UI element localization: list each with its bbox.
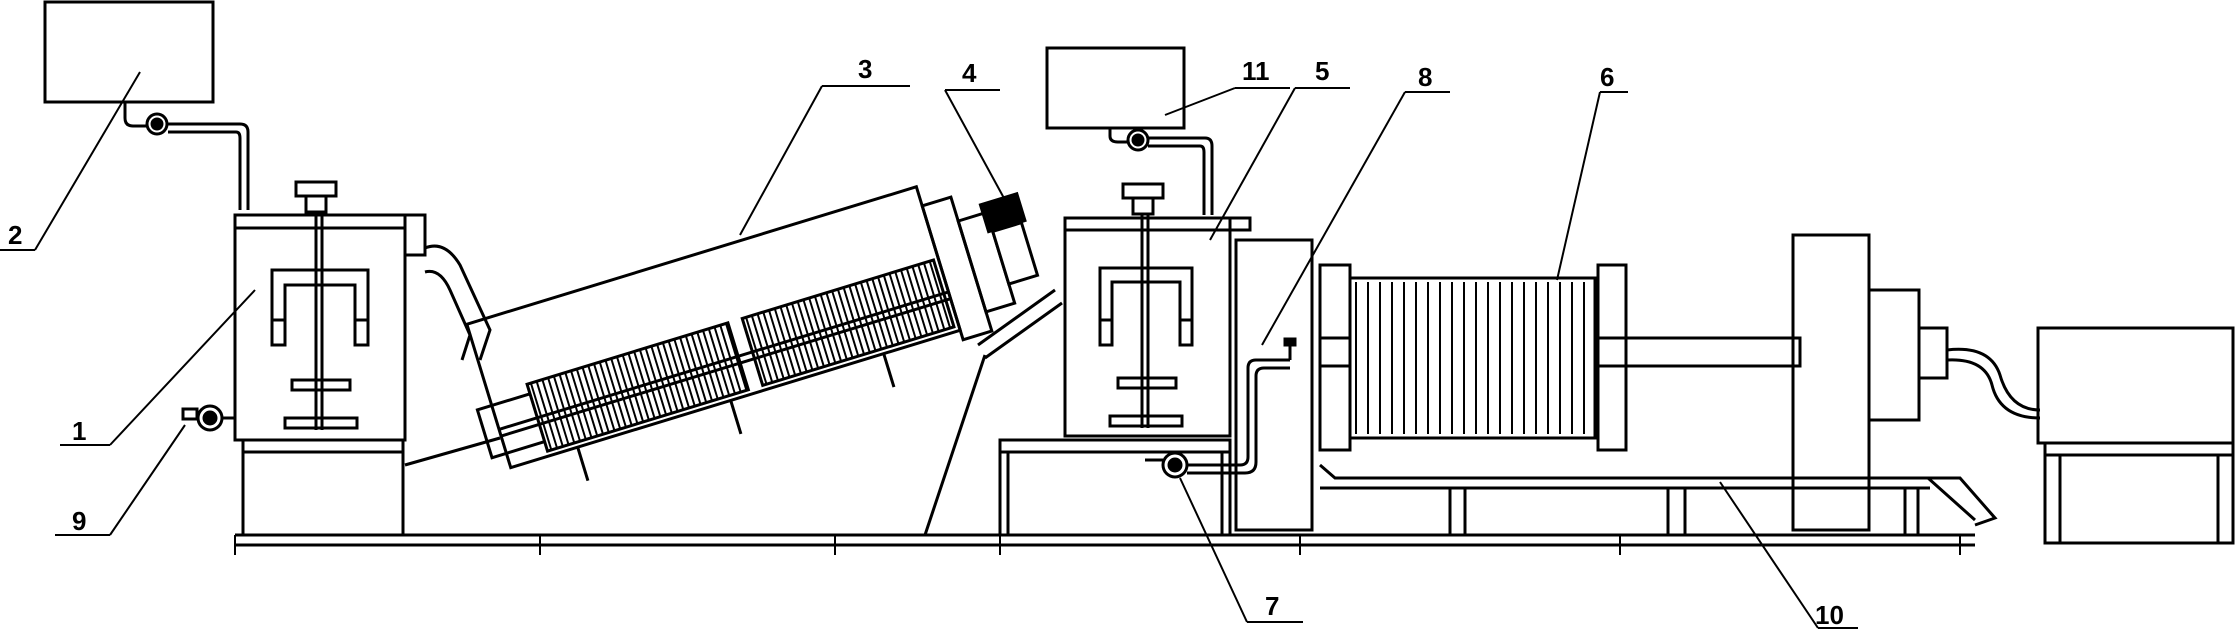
filter-press-6 <box>1234 233 2041 535</box>
label-2: 2 <box>8 220 22 250</box>
base-frame <box>234 533 1975 555</box>
dosing-tank-2 <box>43 0 250 210</box>
callouts: 1 2 3 4 5 6 7 8 9 10 <box>0 54 1858 630</box>
dosing-tank-11 <box>1045 46 1214 215</box>
mixing-tank-1 <box>233 180 427 537</box>
label-8: 8 <box>1418 62 1432 92</box>
label-5: 5 <box>1315 56 1329 86</box>
label-3: 3 <box>858 54 872 84</box>
transfer-chute <box>424 244 492 361</box>
mixing-tank-5 <box>998 182 1252 537</box>
label-10: 10 <box>1815 600 1844 630</box>
pump-7-and-pipe-8 <box>1145 337 1297 479</box>
label-7: 7 <box>1265 591 1279 621</box>
label-9: 9 <box>72 506 86 536</box>
label-4: 4 <box>962 58 977 88</box>
label-11: 11 <box>1242 56 1270 86</box>
thickener-support <box>404 288 1063 536</box>
hydraulic-unit <box>2036 326 2235 545</box>
screw-thickener-3 <box>465 184 1040 482</box>
pump-9 <box>181 404 235 432</box>
label-1: 1 <box>72 416 86 446</box>
label-6: 6 <box>1600 62 1614 92</box>
